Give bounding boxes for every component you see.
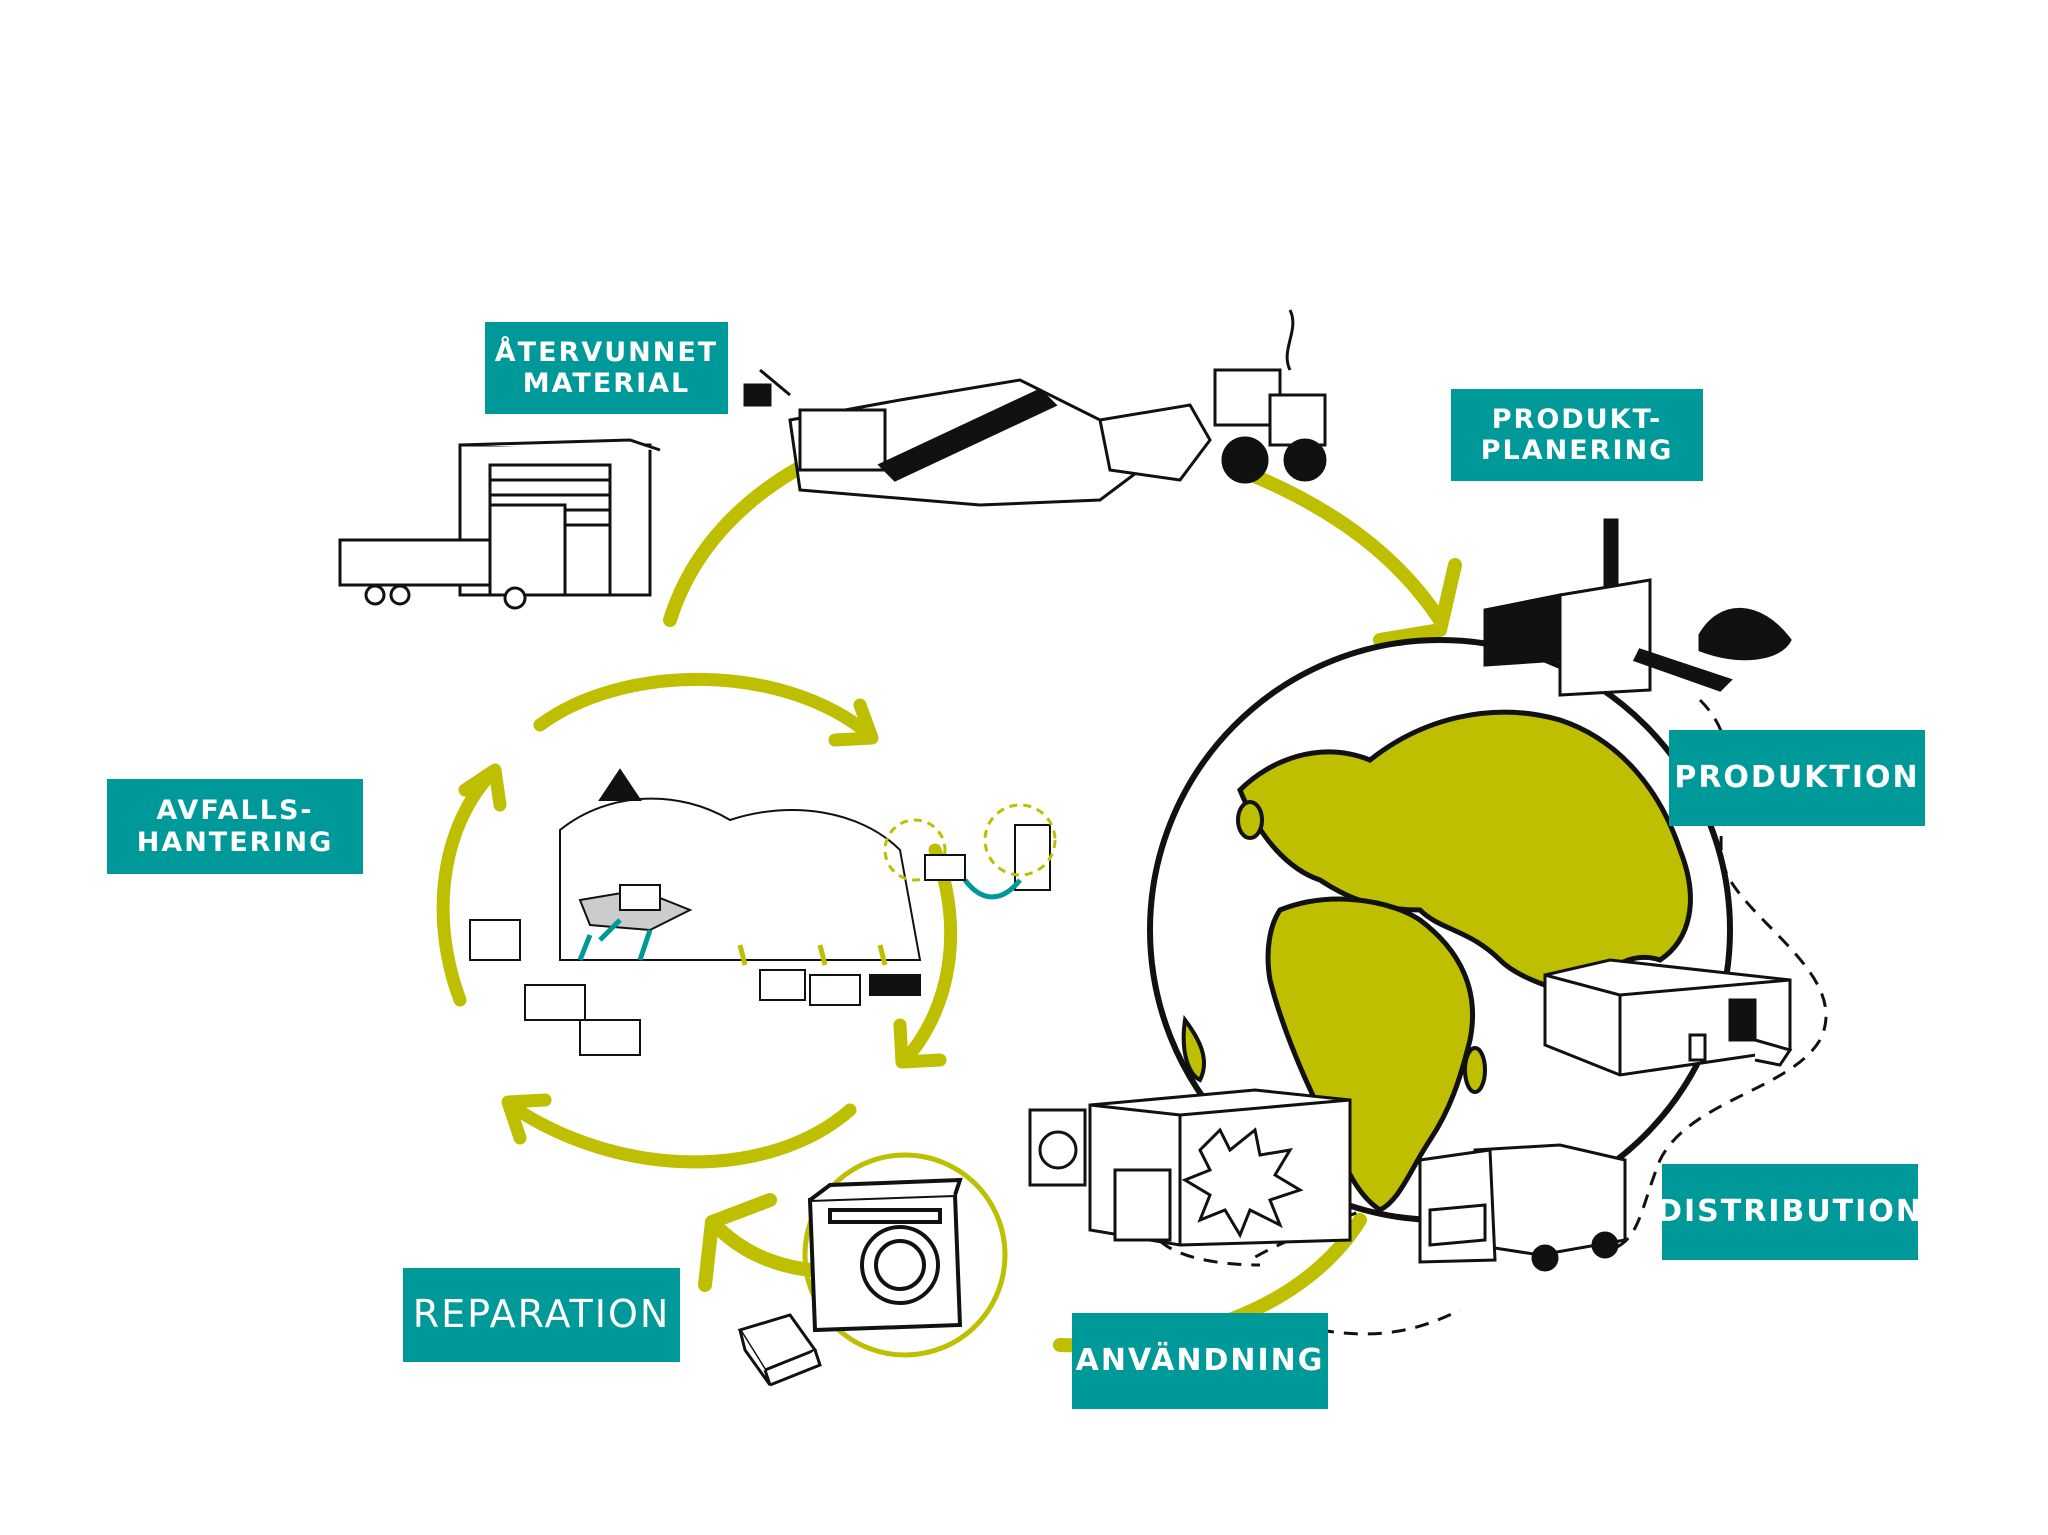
label-production: PRODUKTION bbox=[1669, 730, 1925, 826]
arrow-to-waste bbox=[708, 1218, 817, 1277]
crusher-and-conveyor bbox=[743, 368, 1184, 507]
repair-circle bbox=[802, 1152, 1008, 1358]
waste-management-landscape bbox=[469, 768, 1057, 1056]
usage-dashed-path bbox=[1249, 1178, 1461, 1336]
label-repair-text: REPARATION bbox=[412, 1292, 671, 1337]
delivery-truck bbox=[1418, 1143, 1627, 1272]
label-recycled-material: ÅTERVUNNET MATERIAL bbox=[485, 322, 728, 414]
label-usage-text: ANVÄNDNING bbox=[1075, 1342, 1325, 1378]
store-with-discount bbox=[1028, 1088, 1352, 1247]
label-product-planning-line1: PRODUKT- bbox=[1491, 403, 1663, 435]
wheel-loader bbox=[1098, 309, 1327, 484]
label-waste-management: AVFALLS- HANTERING bbox=[107, 779, 363, 874]
inner-arrow-bottom bbox=[503, 1098, 857, 1169]
label-recycled-material-line1: ÅTERVUNNET bbox=[494, 336, 719, 368]
label-product-planning: PRODUKT- PLANERING bbox=[1451, 389, 1703, 481]
inner-arrow-right-head bbox=[893, 1018, 947, 1069]
continent-americas-edge bbox=[1181, 1014, 1206, 1083]
label-production-text: PRODUKTION bbox=[1674, 759, 1920, 795]
warehouse bbox=[1543, 958, 1793, 1077]
inner-arrow-bottom-head bbox=[501, 1093, 552, 1145]
arrow-to-waste-head bbox=[698, 1193, 777, 1292]
label-distribution-text: DISTRIBUTION bbox=[1657, 1193, 1923, 1229]
uk-island bbox=[1236, 800, 1264, 840]
globe bbox=[1147, 637, 1733, 1223]
label-waste-management-line2: HANTERING bbox=[136, 826, 334, 858]
inner-arrow-left bbox=[436, 768, 497, 1007]
truck-at-warehouse bbox=[338, 438, 661, 610]
label-recycled-material-line2: MATERIAL bbox=[522, 368, 691, 399]
label-product-planning-line2: PLANERING bbox=[1480, 435, 1674, 466]
label-distribution: DISTRIBUTION bbox=[1657, 1164, 1921, 1260]
label-usage: ANVÄNDNING bbox=[1072, 1313, 1328, 1409]
arrow-to-product-planning bbox=[1233, 463, 1447, 627]
washing-machine bbox=[807, 1177, 963, 1333]
toolbox bbox=[737, 1313, 822, 1387]
factory-with-chimney bbox=[1483, 518, 1792, 697]
madagascar bbox=[1463, 1046, 1487, 1094]
label-repair: REPARATION bbox=[403, 1268, 680, 1362]
label-waste-management-line1: AVFALLS- bbox=[156, 795, 314, 827]
inner-arrow-left-head bbox=[458, 763, 507, 812]
arrow-to-product-planning-head bbox=[1373, 558, 1462, 647]
inner-arrow-top bbox=[533, 672, 877, 742]
inner-arrow-top-head bbox=[828, 698, 879, 747]
continent-africa bbox=[1265, 896, 1476, 1213]
